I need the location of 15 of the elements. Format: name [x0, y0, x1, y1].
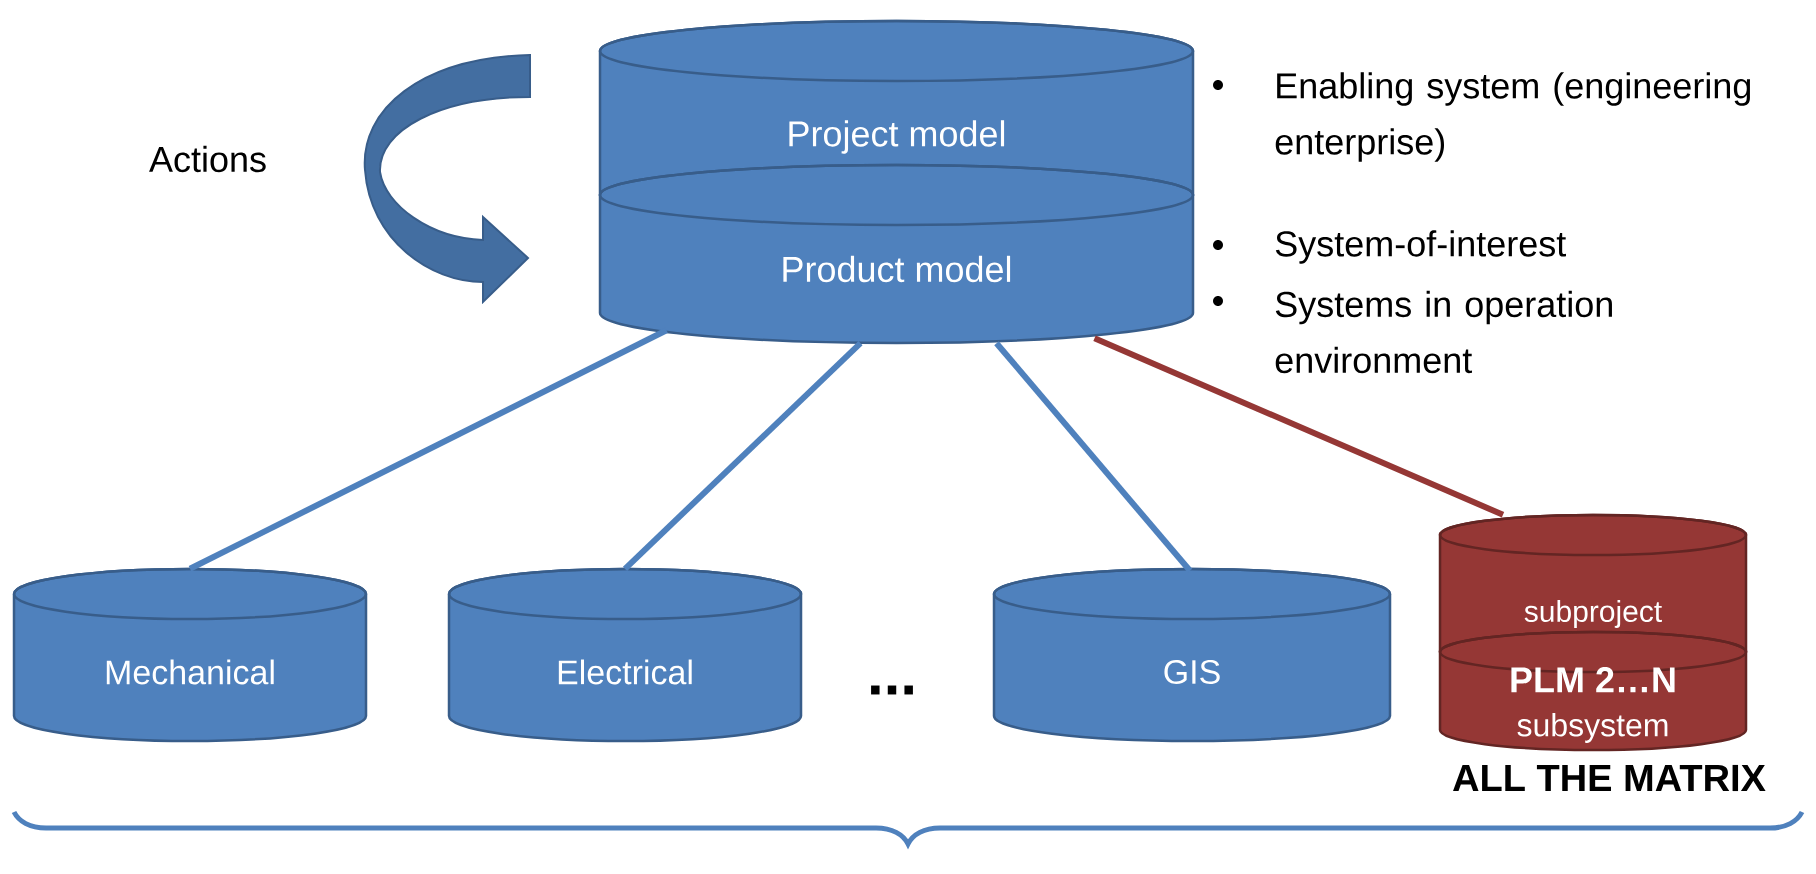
- text-label: Enabling system (engineering enterprise): [1275, 72, 1751, 162]
- database-cylinder: Mechanical: [12, 567, 368, 743]
- heading: ALL THE MATRIX: [1453, 764, 1766, 792]
- database-cylinder: PLM 2…N subsystem: [1438, 630, 1748, 752]
- database-cylinder: GIS: [992, 567, 1392, 743]
- connector-line: [622, 341, 863, 571]
- database-cylinder: Product model: [598, 163, 1195, 345]
- text-label: Actions: [149, 145, 266, 173]
- connector-line: [994, 341, 1193, 573]
- text-label: Systems in operation environment: [1275, 290, 1612, 374]
- database-cylinder: Electrical: [447, 567, 803, 743]
- connector-line: [188, 327, 668, 572]
- ellipsis: ...: [871, 685, 913, 695]
- text-label: System-of-interest: [1275, 230, 1566, 264]
- connector-line: [1093, 335, 1505, 518]
